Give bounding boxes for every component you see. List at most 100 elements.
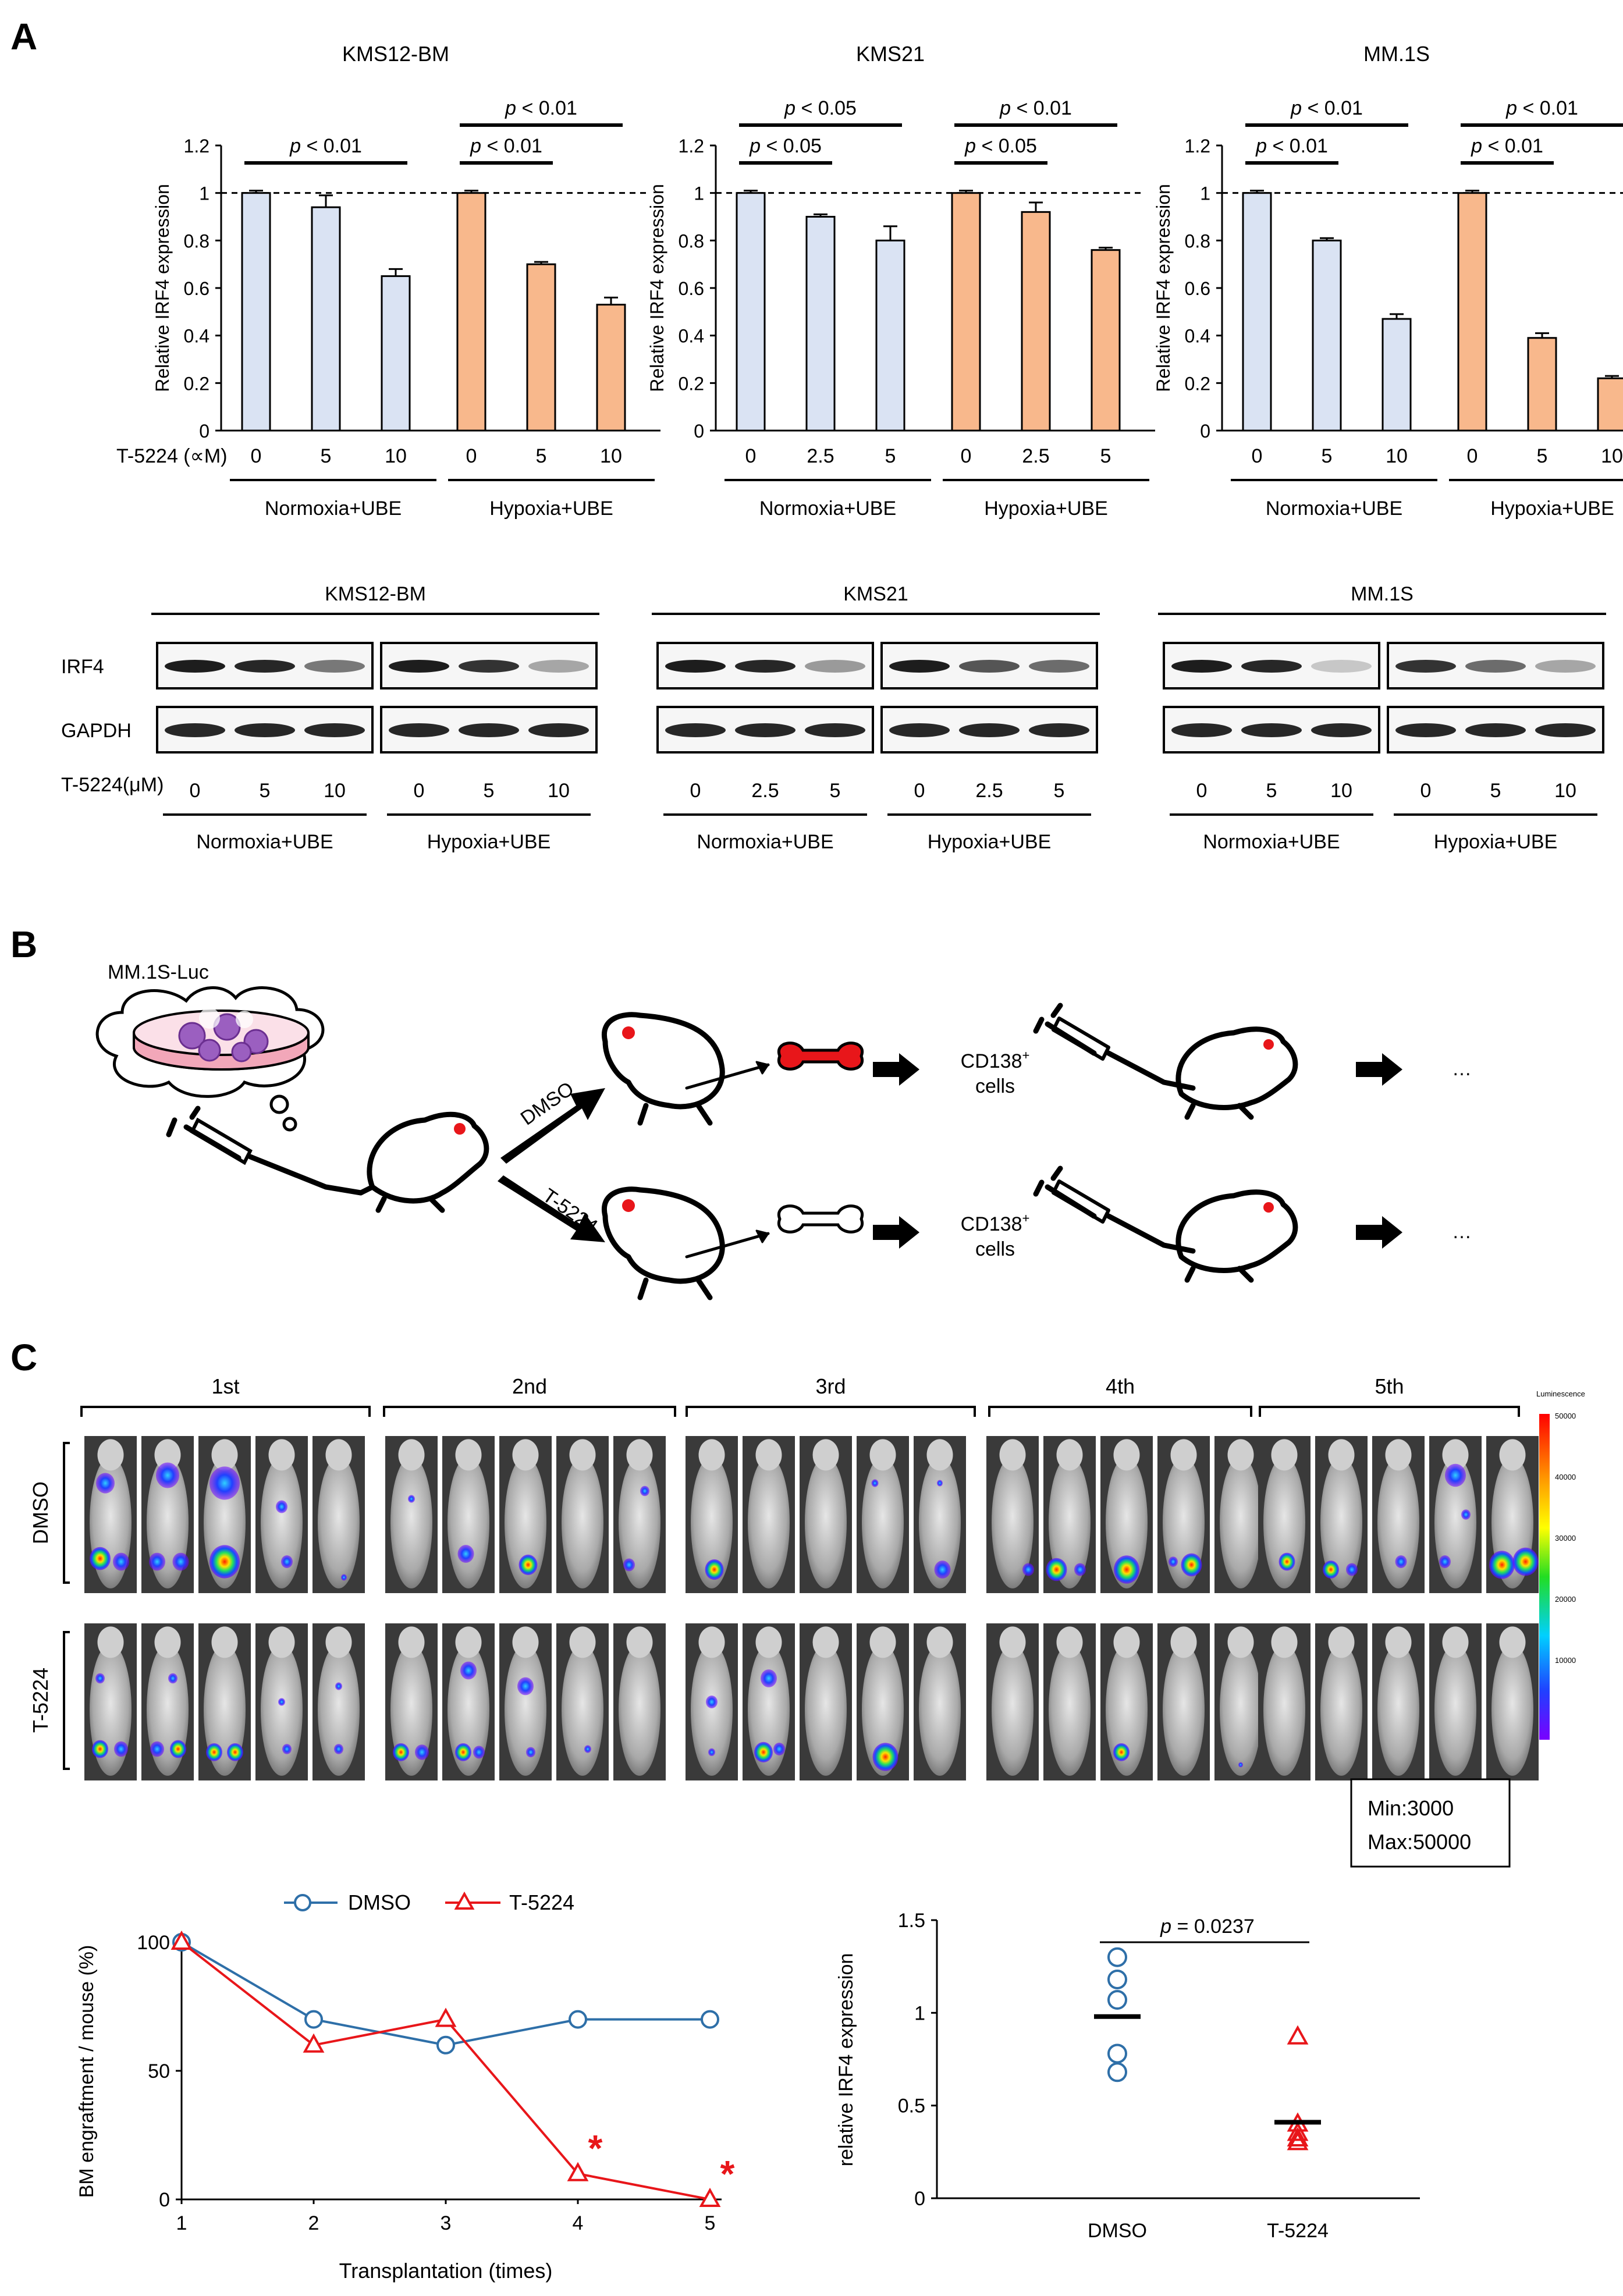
block-arrows [873,1053,1402,1249]
luminescence-signal [1461,1509,1471,1520]
x-tick-label: 2 [308,2212,319,2234]
mouse-head [698,1439,725,1471]
luminescence-colorbar [1539,1414,1550,1740]
mouse-silhouette [204,1644,246,1776]
blot-group-normoxia: Normoxia+UBE [697,831,833,853]
group-label-normoxia: Normoxia+UBE [759,497,896,520]
mouse-silhouette [261,1456,303,1588]
culture-dish [133,1008,310,1071]
mouse-silhouette [318,1456,360,1588]
mouse-head [999,1439,1026,1471]
y-tick-label: 0.2 [184,373,209,394]
blot-band [165,660,225,673]
luminescence-signal [156,1462,179,1488]
bar [596,304,626,432]
luminescence-signal [92,1740,108,1758]
mouse-silhouette [1320,1644,1362,1776]
mouse-head [869,1439,896,1471]
dose-label: 10 [1554,780,1576,802]
y-axis-label: Relative IRF4 expression [152,184,173,392]
p-value-label: p < 0.05 [964,135,1037,157]
y-tick-label: 0 [694,421,704,442]
mouse-head [455,1626,482,1658]
dose-label: 0 [190,780,201,802]
luminescence-signal [341,1574,347,1581]
blot-band [1311,660,1372,673]
mouse-image [556,1623,609,1780]
ellipsis-top: … [1452,1058,1472,1080]
luminescence-signal [172,1552,189,1571]
mouse-head [154,1626,181,1658]
bar [526,263,556,432]
mouse-head [1442,1439,1469,1471]
dose-label: 0 [414,780,425,802]
series-line-dmso [180,1941,710,2046]
mouse-silhouette [505,1644,546,1776]
blot-group-hypoxia: Hypoxia+UBE [427,831,551,853]
blot-band [1395,723,1456,737]
mouse-silhouette [691,1456,733,1588]
luminescence-signal [1346,1563,1358,1576]
mouse-silhouette [1434,1644,1476,1776]
mouse-silhouette [448,1644,489,1776]
blot-band [459,660,519,673]
mouse-head [1113,1626,1140,1658]
round-bracket [80,1406,371,1417]
round-bracket [988,1406,1252,1417]
luminescence-signal [334,1744,343,1754]
mouse-image [914,1623,966,1780]
p-value-label: p < 0.01 [289,135,362,157]
luminescence-signal [393,1743,409,1761]
mouse-silhouette [919,1644,961,1776]
p-value-label: p < 0.05 [749,135,822,157]
arrow-dmso-label: DMSO [517,1078,578,1130]
blot-band [1311,723,1372,737]
x-tick-label: 1 [176,2212,187,2234]
mouse-silhouette [1377,1644,1419,1776]
mouse-image [1258,1623,1311,1780]
xenograft-schematic: MM.1S-Luc DMSO [95,961,1472,1300]
luminescence-signal [96,1473,115,1494]
colorbar-tick: 10000 [1555,1656,1576,1665]
y-tick-label: 0.8 [1185,230,1210,251]
luminescence-signal [518,1554,538,1575]
x-tick-label: 0 [961,445,972,467]
round-label: 3rd [815,1374,846,1398]
blot-band [665,660,726,673]
bar [1381,318,1412,432]
bar [805,216,836,432]
mouse-image [84,1436,137,1593]
p-value-label: p < 0.01 [1290,97,1363,119]
mouse-head [1227,1626,1254,1658]
mouse-image [255,1623,308,1780]
mouse-image [1043,1623,1096,1780]
blot-band [1241,660,1302,673]
luminescence-signal [278,1698,285,1706]
bar [875,239,905,432]
dose-label: 5 [830,780,841,802]
y-tick-label: 0 [914,2188,925,2210]
dose-label: 10 [548,780,570,802]
data-point-t5224 [699,2187,721,2207]
x-tick-label: 10 [1601,445,1623,467]
mouse-head [268,1626,295,1658]
luminescence-signal [517,1677,534,1696]
mouse-image [800,1436,852,1593]
mouse-head [325,1626,352,1658]
mouse-image [1315,1436,1368,1593]
y-tick-label: 0.6 [679,278,704,299]
luminescence-signal [1395,1555,1407,1568]
mouse-image [613,1623,666,1780]
luminescence-signal [150,1741,164,1757]
round-bracket [1259,1406,1520,1417]
mouse-silhouette [862,1456,904,1588]
colorbar-title: Luminescence [1536,1389,1585,1398]
y-tick-label: 0.4 [1185,326,1210,347]
blot-band [1395,660,1456,673]
mouse-head [1328,1439,1355,1471]
luminescence-signal [90,1547,111,1570]
x-tick-label: 5 [321,445,332,467]
mouse-head [626,1439,653,1471]
y-tick-label: 1.2 [184,136,209,157]
